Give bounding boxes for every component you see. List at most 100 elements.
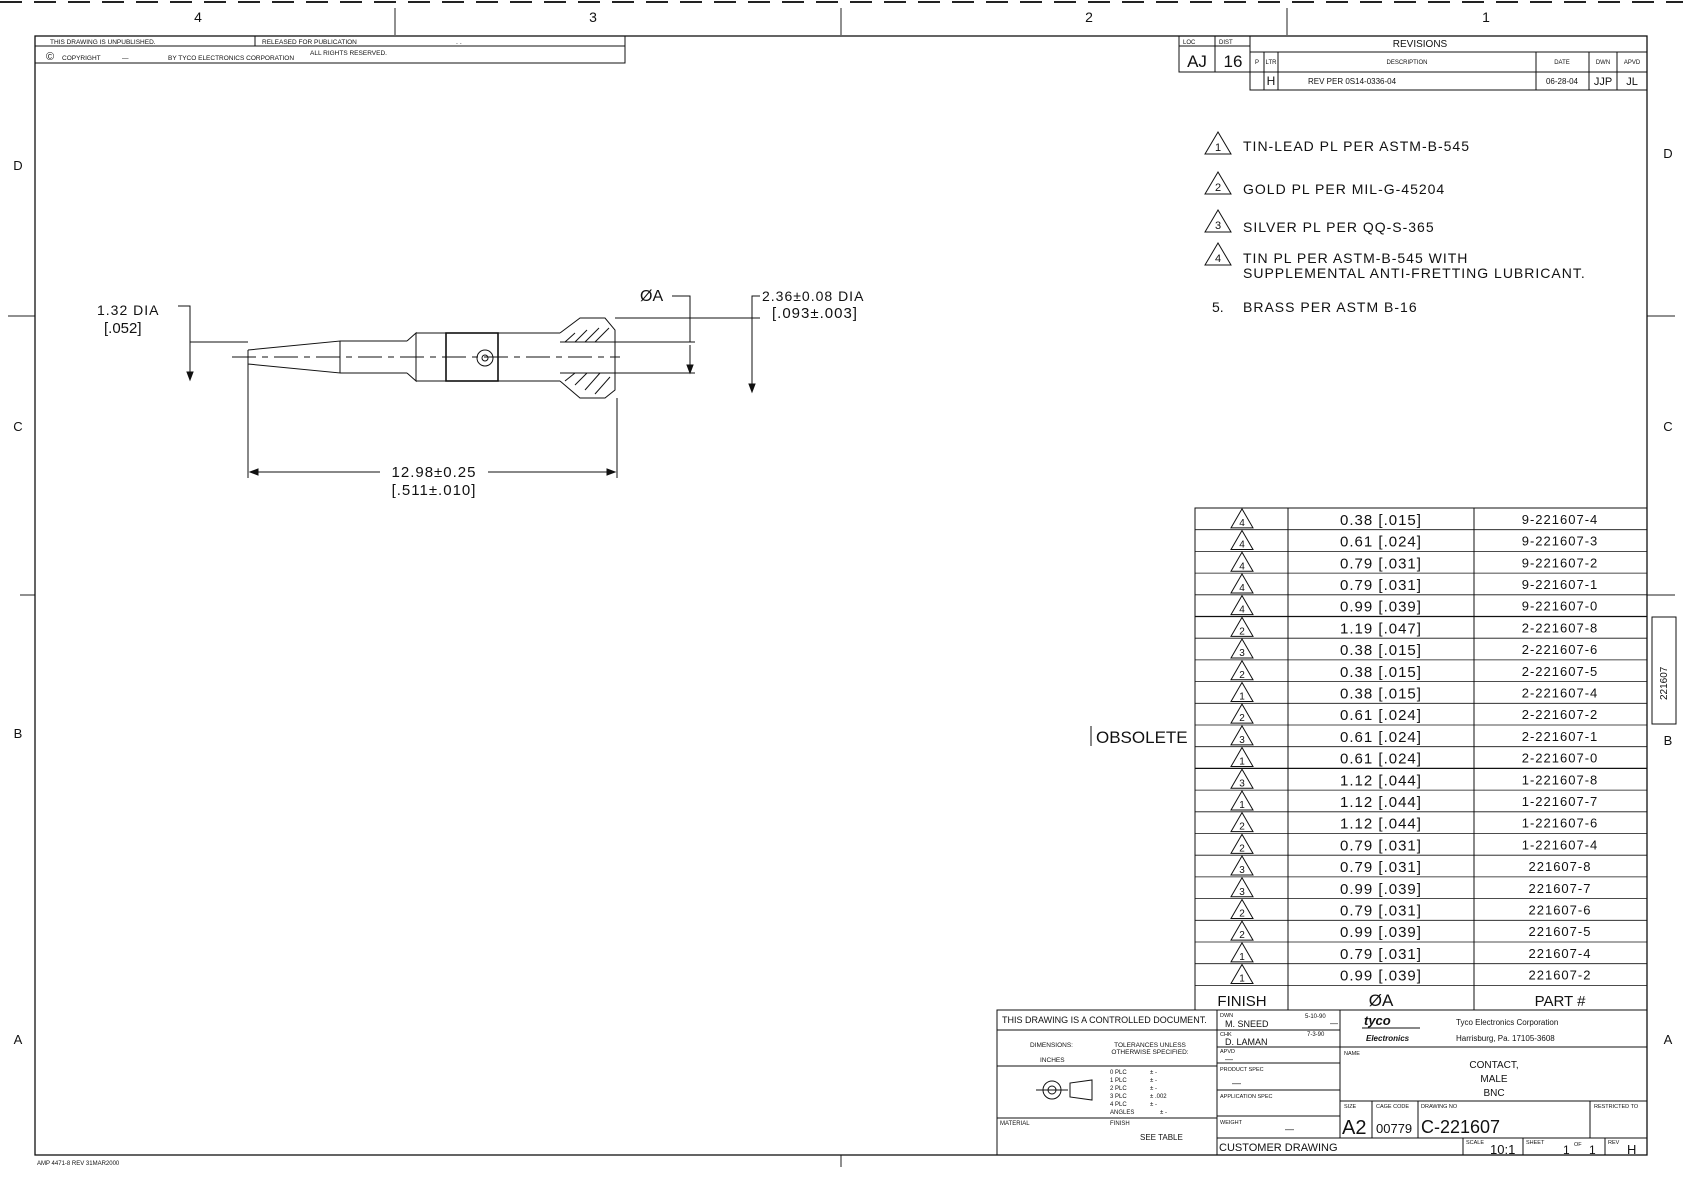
part-cell: 9-221607-1 bbox=[1522, 577, 1599, 592]
dist-label: DIST bbox=[1219, 40, 1233, 46]
drawing-no-label: DRAWING NO bbox=[1421, 1104, 1458, 1110]
company-address: Harrisburg, Pa. 17105-3608 bbox=[1456, 1034, 1555, 1043]
zone-row-label: D bbox=[1663, 146, 1672, 161]
zone-row-label: C bbox=[1663, 419, 1672, 434]
part-cell: 2-221607-2 bbox=[1522, 707, 1599, 722]
tol-val: ± - bbox=[1150, 1086, 1157, 1092]
dia-cell: 0.79 [.031] bbox=[1340, 577, 1422, 594]
controlled-doc: THIS DRAWING IS A CONTROLLED DOCUMENT. bbox=[1002, 1015, 1207, 1025]
revisions-block: REVISIONS P LTR DESCRIPTION DATE DWN APV… bbox=[1249, 35, 1648, 91]
dia-cell: 0.79 [.031] bbox=[1340, 555, 1422, 572]
tol-plc: 3 PLC bbox=[1110, 1094, 1127, 1100]
finish-cell: 3 bbox=[1239, 778, 1245, 789]
hatch-line bbox=[564, 332, 576, 343]
note-triangle-icon bbox=[1204, 209, 1232, 233]
finish-triangle-icon bbox=[1230, 594, 1254, 616]
note-text: TIN-LEAD PL PER ASTM-B-545 bbox=[1243, 138, 1470, 154]
part-cell: 2-221607-0 bbox=[1522, 751, 1599, 766]
tol-plc: 2 PLC bbox=[1110, 1086, 1127, 1092]
sheet-value: 1 bbox=[1563, 1143, 1570, 1157]
part-cell: 2-221607-5 bbox=[1522, 664, 1599, 679]
dia-cell: 0.99 [.039] bbox=[1340, 924, 1422, 941]
tolerances-line-2: OTHERWISE SPECIFIED: bbox=[1111, 1049, 1188, 1056]
note-3: 3 SILVER PL PER QQ-S-365 bbox=[1204, 209, 1435, 235]
finish-cell: 2 bbox=[1239, 626, 1245, 637]
rev-header: DESCRIPTION bbox=[1386, 60, 1427, 66]
part-cell: 221607-2 bbox=[1529, 968, 1592, 983]
finish-triangle-icon bbox=[1230, 833, 1254, 854]
dia-cell: 0.61 [.024] bbox=[1340, 729, 1422, 746]
rev-header: DATE bbox=[1554, 60, 1570, 66]
dim-left-dia-inch: [.052] bbox=[104, 320, 142, 337]
dim-left-leader bbox=[178, 305, 191, 380]
dim-length: 12.98±0.25 bbox=[392, 464, 477, 481]
dist-value: 16 bbox=[1224, 52, 1243, 71]
dim-left-dia: 1.32 DIA bbox=[97, 302, 159, 318]
note-text: SILVER PL PER QQ-S-365 bbox=[1243, 219, 1435, 235]
part-cell: 221607-5 bbox=[1529, 924, 1592, 939]
dia-cell: 0.79 [.031] bbox=[1340, 902, 1422, 919]
copyright-text: COPYRIGHT bbox=[62, 55, 101, 62]
material-label: MATERIAL bbox=[1000, 1121, 1030, 1127]
size-value: A2 bbox=[1342, 1117, 1366, 1139]
note-mark: 3 bbox=[1215, 220, 1221, 232]
tol-val: ± - bbox=[1150, 1070, 1157, 1076]
part-cell: 2-221607-4 bbox=[1522, 685, 1599, 700]
finish-cell: 2 bbox=[1239, 930, 1245, 941]
tol-val: ± - bbox=[1150, 1102, 1157, 1108]
tol-val: ± - bbox=[1150, 1078, 1157, 1084]
finish-triangle-icon bbox=[1230, 703, 1254, 724]
note-1: 1 TIN-LEAD PL PER ASTM-B-545 bbox=[1204, 131, 1470, 155]
finish-triangle-icon bbox=[1230, 898, 1254, 919]
barrel-flare bbox=[559, 317, 616, 399]
tol-val: ± .002 bbox=[1150, 1094, 1167, 1100]
form-number: AMP 4471-8 REV 31MAR2000 bbox=[37, 1161, 120, 1167]
dim-length-inch: [.511±.010] bbox=[392, 482, 477, 499]
customer-drawing: CUSTOMER DRAWING bbox=[1219, 1142, 1338, 1154]
side-tab-number: 221607 bbox=[1659, 666, 1670, 700]
finish-cell: 2 bbox=[1239, 908, 1245, 919]
dim-phi-leader bbox=[672, 295, 691, 342]
dia-cell: 0.61 [.024] bbox=[1340, 751, 1422, 768]
loc-dist-block: LOC DIST AJ 16 bbox=[1178, 35, 1251, 73]
finish-cell: 4 bbox=[1239, 518, 1245, 529]
table-row: 2 0.99 [.039] 221607-5 bbox=[1195, 920, 1647, 943]
finish-triangle-icon bbox=[1230, 507, 1254, 529]
finish-triangle-icon bbox=[1230, 529, 1254, 551]
part-cell: 1-221607-6 bbox=[1522, 816, 1599, 831]
obsolete-label: OBSOLETE bbox=[1096, 728, 1188, 747]
tol-plc: 1 PLC bbox=[1110, 1078, 1127, 1084]
hatch-line bbox=[574, 329, 588, 343]
part-cell: 221607-8 bbox=[1529, 859, 1592, 874]
release-value: . . bbox=[456, 39, 462, 46]
unpublished-block: THIS DRAWING IS UNPUBLISHED. RELEASED FO… bbox=[34, 35, 626, 64]
rev-description: REV PER 0S14-0336-04 bbox=[1308, 77, 1397, 86]
apvd-label: APVD bbox=[1220, 1049, 1235, 1055]
zone-col-label: 2 bbox=[1085, 9, 1093, 25]
inspection-hole bbox=[476, 349, 494, 367]
part-cell: 2-221607-8 bbox=[1522, 620, 1599, 635]
arrowhead-icon bbox=[186, 371, 194, 382]
finish-triangle-icon bbox=[1230, 659, 1254, 681]
name-line-2: MALE bbox=[1480, 1074, 1508, 1085]
dim-phi-a: ØA bbox=[640, 288, 663, 305]
note-text-continued: SUPPLEMENTAL ANTI-FRETTING LUBRICANT. bbox=[1243, 265, 1586, 281]
finish-cell: 4 bbox=[1239, 605, 1245, 616]
part-cell: 9-221607-2 bbox=[1522, 555, 1599, 570]
rev-header: LTR bbox=[1266, 60, 1278, 66]
scale-label: SCALE bbox=[1466, 1140, 1484, 1146]
dim-right-dia: 2.36±0.08 DIA bbox=[762, 288, 864, 304]
dia-cell: 1.12 [.044] bbox=[1340, 772, 1422, 789]
rev-header: APVD bbox=[1624, 60, 1641, 66]
finish-triangle-icon bbox=[1230, 551, 1254, 572]
note-triangle-icon bbox=[1204, 242, 1232, 266]
